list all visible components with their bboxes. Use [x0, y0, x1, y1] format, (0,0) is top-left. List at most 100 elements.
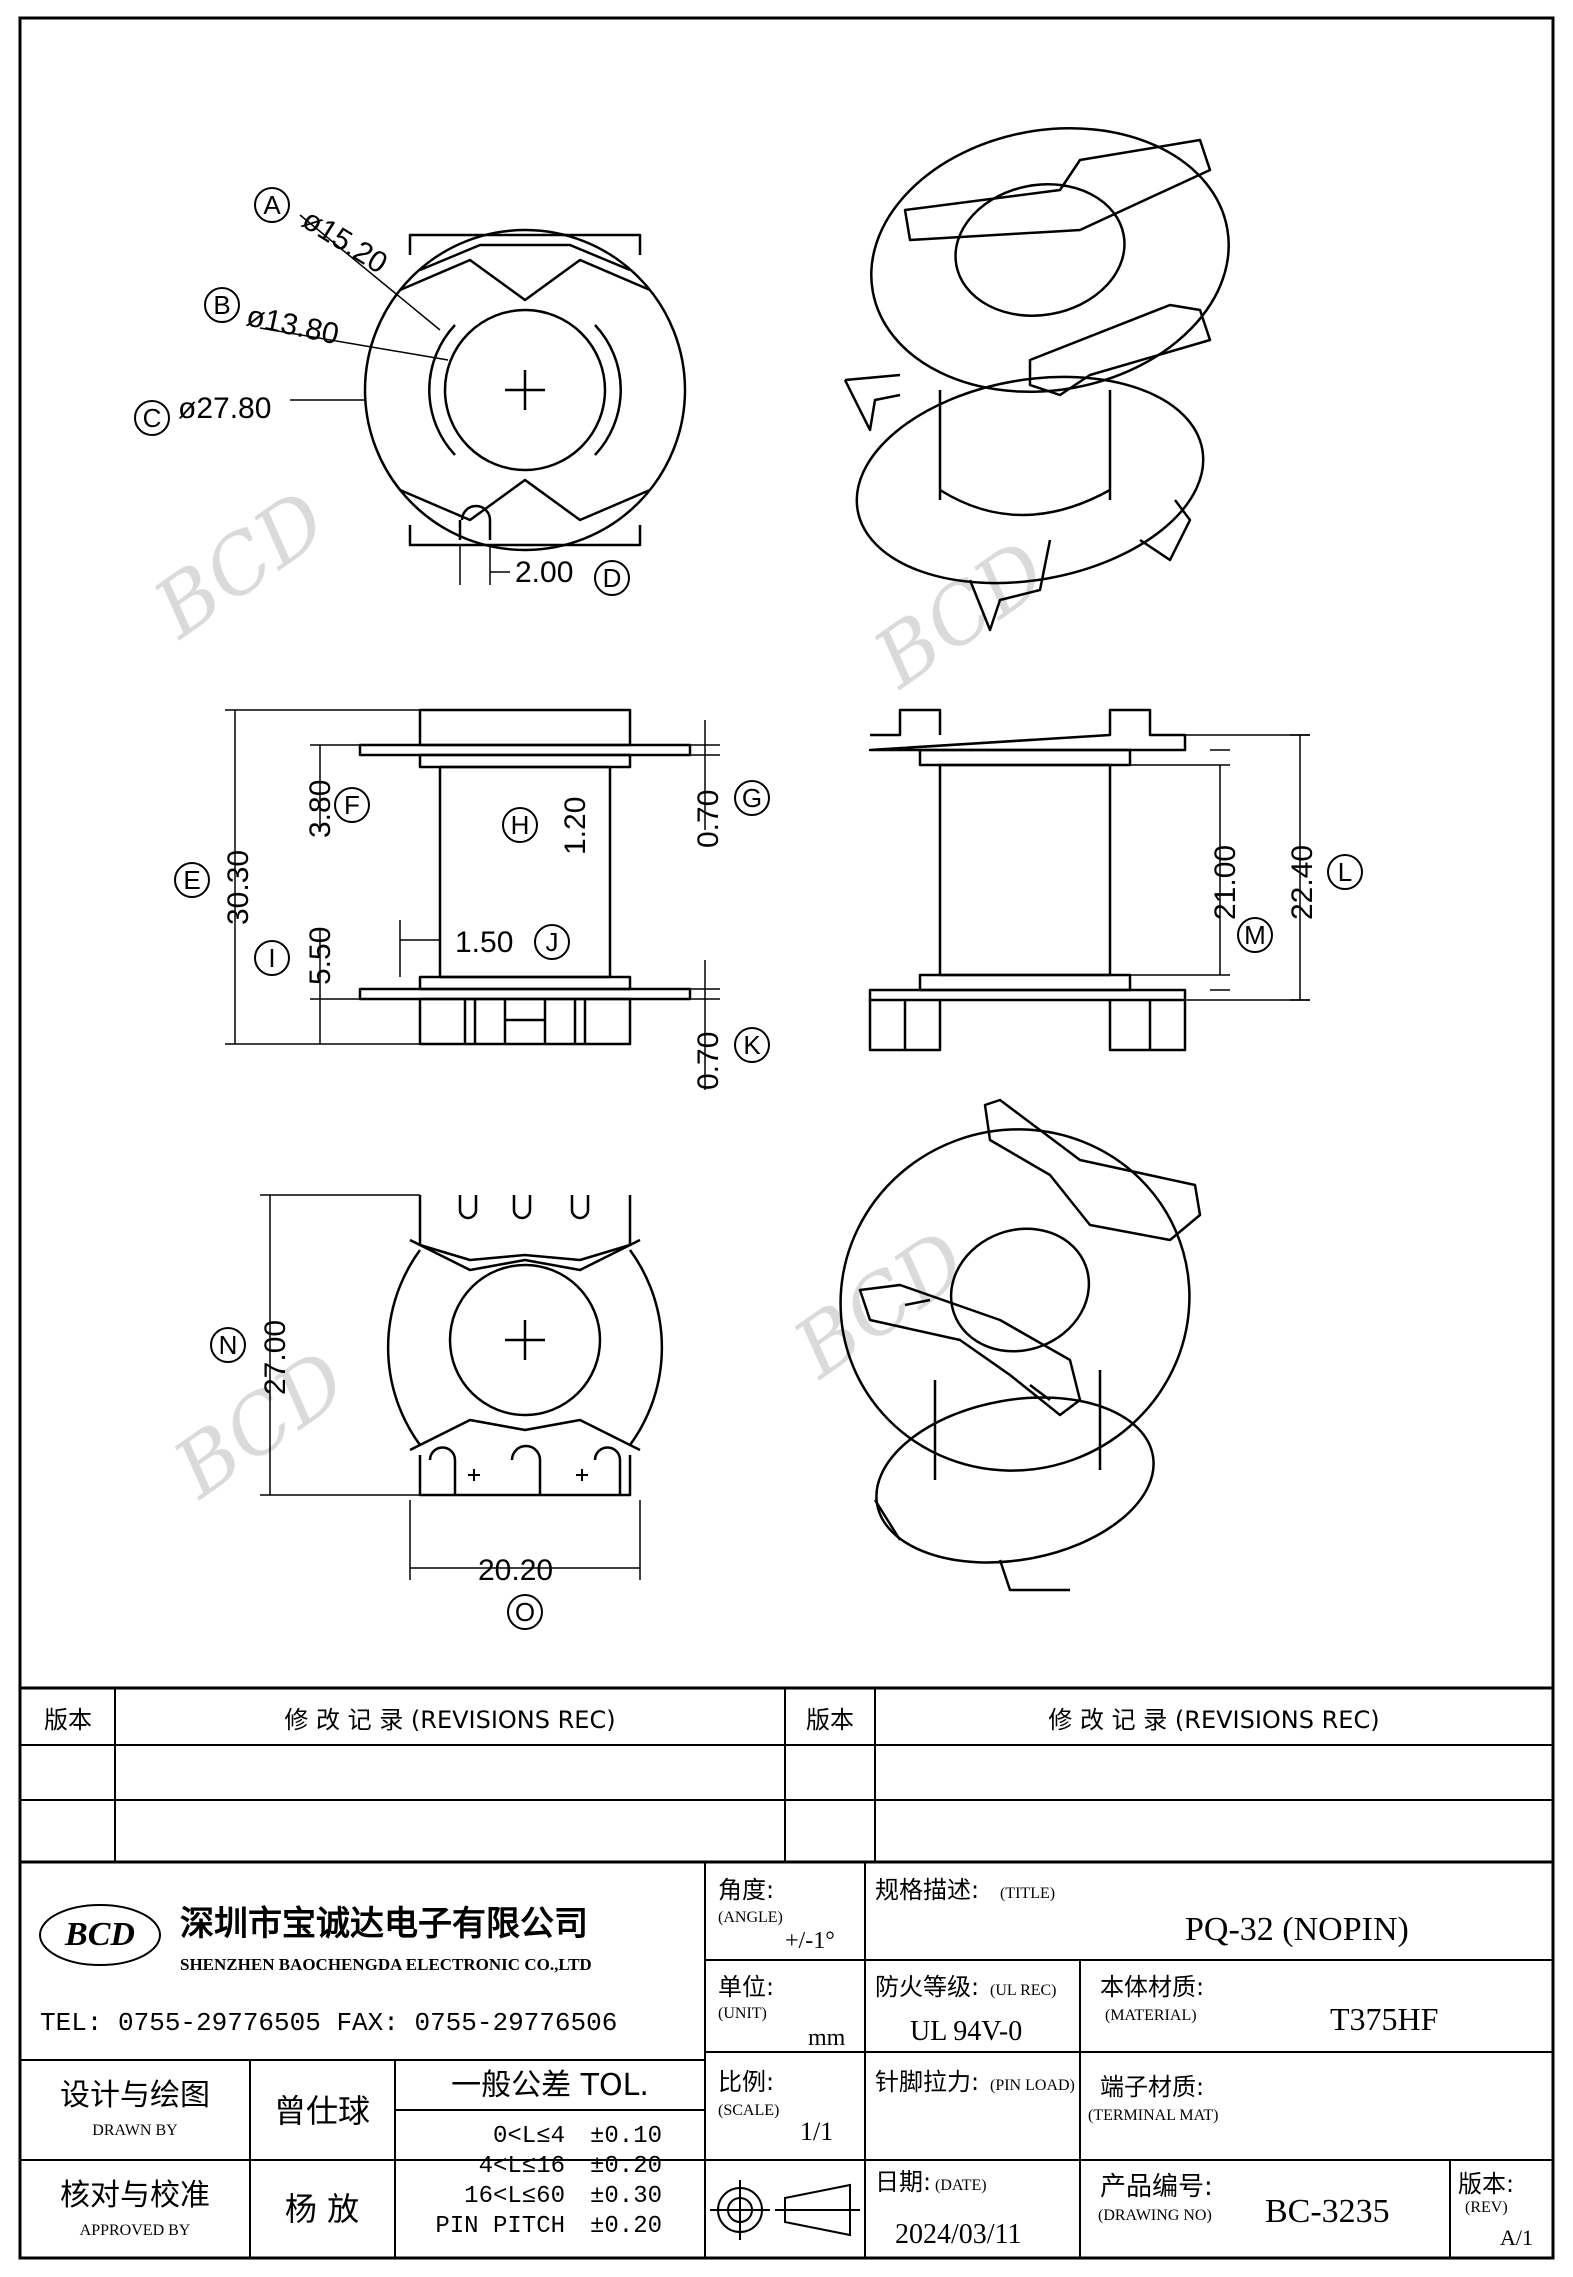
side-view: [868, 708, 1310, 1052]
ul-value: UL 94V-0: [910, 2016, 1022, 2047]
approved-label: 核对与校准: [60, 2178, 210, 2213]
scale-value: 1/1: [800, 2117, 833, 2146]
callout-letters: A B C D E F G H I J K L M N O: [134, 187, 1363, 1630]
callout-k: K: [734, 1027, 770, 1063]
tolerance-value: ±0.10: [590, 2123, 662, 2150]
dim-m-text: 21.00: [1209, 845, 1242, 920]
dim-a-text: ø15.20: [296, 203, 393, 280]
svg-text:I: I: [268, 943, 275, 973]
svg-text:H: H: [511, 810, 530, 840]
title-sub: (TITLE): [1000, 1885, 1055, 1902]
unit-sub: (UNIT): [718, 2005, 767, 2022]
rev-version-header-left: 版本: [44, 1706, 92, 1734]
tolerance-range: 0<L≤4: [493, 2123, 565, 2150]
approved-sub: APPROVED BY: [80, 2222, 191, 2239]
svg-text:L: L: [1338, 857, 1352, 887]
top-view: [259, 214, 687, 585]
company-tel-fax: TEL: 0755-29776505 FAX: 0755-29776506: [40, 2008, 617, 2038]
material-sub: (MATERIAL): [1105, 2007, 1197, 2024]
dim-g-text: 0.70: [692, 790, 725, 848]
dim-h-text: 1.20: [559, 797, 592, 855]
rev-records-header-left: 修 改 记 录 (REVISIONS REC): [284, 1706, 615, 1734]
company-block: BCD 深圳市宝诚达电子有限公司 SHENZHEN BAOCHENGDA ELE…: [39, 1904, 617, 2038]
dim-f-text: 3.80: [304, 780, 337, 838]
rev-value: A/1: [1500, 2225, 1533, 2250]
tolerance-value: ±0.20: [590, 2213, 662, 2240]
watermark-logo-1: BCD: [136, 473, 343, 657]
svg-text:E: E: [183, 865, 200, 895]
svg-text:B: B: [213, 290, 230, 320]
front-view-bottom-terminal: [418, 997, 632, 1046]
company-logo-icon: [39, 1904, 161, 1966]
watermark-logo-2: BCD: [856, 523, 1063, 707]
dim-d-text: 2.00: [515, 556, 573, 589]
sheet-border: [18, 16, 1555, 2260]
rev-records-header-right: 修 改 记 录 (REVISIONS REC): [1048, 1706, 1379, 1734]
approved-name: 杨 放: [285, 2190, 359, 2228]
callout-l: L: [1327, 854, 1363, 890]
company-name-en: SHENZHEN BAOCHENGDA ELECTRONIC CO.,LTD: [180, 1955, 592, 1974]
drawing-no-value: BC-3235: [1265, 2193, 1390, 2230]
drawn-label: 设计与绘图: [60, 2078, 210, 2113]
callout-e: E: [174, 862, 210, 898]
date-sub: (DATE): [935, 2177, 987, 2194]
front-view: [225, 708, 720, 1090]
svg-text:O: O: [515, 1597, 535, 1627]
front-view-top-terminal: [418, 708, 632, 747]
svg-text:K: K: [743, 1030, 761, 1060]
bottom-view: [260, 1194, 664, 1580]
dim-i-text: 5.50: [304, 927, 337, 985]
svg-text:M: M: [1244, 920, 1266, 950]
dim-c-text: ø27.80: [178, 392, 271, 425]
scale-label: 比例:: [718, 2068, 774, 2096]
drawn-sub: DRAWN BY: [92, 2122, 178, 2139]
unit-value: mm: [808, 2025, 846, 2051]
svg-text:J: J: [546, 927, 559, 957]
drawing-no-sub: (DRAWING NO): [1098, 2207, 1212, 2224]
callout-i: I: [254, 940, 290, 976]
tolerance-value: ±0.30: [590, 2183, 662, 2210]
bottom-view-core-bore: [448, 1263, 602, 1417]
title-label: 规格描述:: [875, 1876, 979, 1904]
pin-load-label: 针脚拉力:: [875, 2068, 979, 2096]
material-value: T375HF: [1330, 2001, 1438, 2037]
callout-d: D: [594, 560, 630, 596]
pin-load-sub: (PIN LOAD): [990, 2077, 1075, 2094]
top-view-flange-outline: [363, 228, 687, 552]
isometric-view-bottom: [839, 1098, 1202, 1592]
dim-n-text: 27.00: [259, 1320, 292, 1395]
title-value: PQ-32 (NOPIN): [1185, 1911, 1409, 1948]
dim-b-text: ø13.80: [244, 300, 342, 352]
dim-k-text: 0.70: [692, 1032, 725, 1090]
svg-text:C: C: [143, 403, 162, 433]
unit-label: 单位:: [718, 1973, 774, 2001]
material-label: 本体材质:: [1100, 1973, 1204, 2001]
angle-label: 角度:: [718, 1876, 774, 1904]
angle-sub: (ANGLE): [718, 1909, 783, 1926]
svg-text:G: G: [742, 783, 762, 813]
side-view-winding-barrel: [938, 763, 1112, 977]
dimension-labels: ø15.20 ø13.80 ø27.80 2.00 30.30 3.80 0.7…: [178, 203, 1319, 1587]
isometric-view-top: [843, 126, 1230, 632]
callout-o: O: [507, 1594, 543, 1630]
svg-text:A: A: [263, 190, 281, 220]
callout-b: B: [204, 287, 240, 323]
terminal-sub: (TERMINAL MAT): [1088, 2107, 1219, 2124]
dim-j-text: 1.50: [455, 926, 513, 959]
callout-n: N: [210, 1327, 246, 1363]
callout-f: F: [334, 787, 370, 823]
callout-m: M: [1237, 917, 1273, 953]
tolerance-range: 4<L≤16: [479, 2153, 565, 2180]
callout-j: J: [534, 924, 570, 960]
top-view-core-bore: [443, 308, 607, 472]
ul-sub: (UL REC): [990, 1982, 1057, 1999]
company-logo-text: BCD: [64, 1916, 135, 1953]
projection-symbol-icon: [710, 2180, 860, 2240]
dim-l-text: 22.40: [1286, 845, 1319, 920]
scale-sub: (SCALE): [718, 2102, 779, 2119]
svg-text:F: F: [344, 790, 360, 820]
company-name-cn: 深圳市宝诚达电子有限公司: [180, 1904, 588, 1944]
revision-table: [20, 1688, 1553, 1864]
tolerance-range: 16<L≤60: [464, 2183, 565, 2210]
date-value: 2024/03/11: [895, 2219, 1022, 2250]
